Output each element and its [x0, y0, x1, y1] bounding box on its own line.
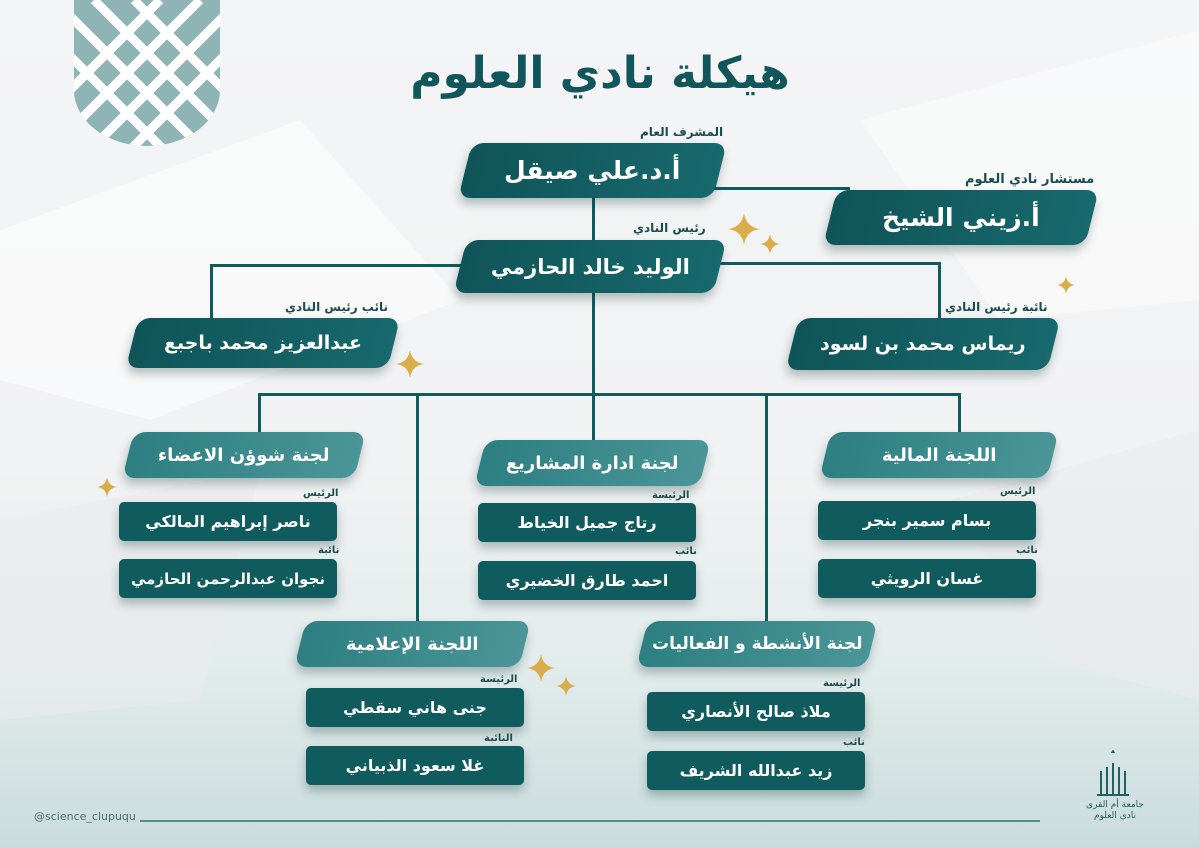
committee-finance-header: اللجنة المالية [819, 432, 1059, 478]
projects-deputy-role: نائب [675, 546, 697, 557]
supervisor-box: أ.د.علي صيقل [458, 143, 727, 198]
vice-right-box: ريماس محمد بن لسود [785, 318, 1061, 370]
consultant-box: أ.زيني الشيخ [823, 190, 1099, 245]
connector [765, 393, 768, 623]
page-title: هيكلة نادي العلوم [410, 48, 790, 99]
consultant-role: مستشار نادي العلوم [965, 172, 1095, 187]
president-name: الوليد خالد الحازمي [490, 254, 690, 279]
committee-members-header: لجنة شوؤن الاعضاء [122, 432, 366, 478]
president-role: رئيس النادي [633, 221, 706, 235]
projects-deputy: احمد طارق الخضيري [478, 561, 696, 600]
vice-left-name: عبدالعزيز محمد باجبع [164, 332, 362, 354]
connector [592, 393, 595, 443]
vice-right-role: نائبة رئيس النادي [945, 300, 1048, 314]
connector [715, 262, 940, 265]
connector [700, 187, 850, 190]
vice-left-box: عبدالعزيز محمد باجبع [125, 318, 401, 368]
connector [258, 393, 261, 438]
lattice-emblem [74, 0, 220, 146]
connector [958, 393, 961, 438]
social-handle: @science_clupuqu [34, 810, 136, 823]
connector [592, 190, 595, 250]
vice-left-role: نائب رئيس النادي [285, 300, 389, 314]
vice-right-name: ريماس محمد بن لسود [820, 333, 1026, 355]
president-box: الوليد خالد الحازمي [453, 240, 727, 293]
connector [416, 393, 419, 623]
connector [938, 262, 941, 320]
connector [210, 264, 470, 267]
sparkle-icon [760, 234, 780, 254]
media-head-role: الرئيسة [480, 674, 518, 685]
activities-head-role: الرئيسة [823, 678, 861, 689]
supervisor-name: أ.د.علي صيقل [504, 156, 681, 185]
footer-divider [140, 820, 1040, 822]
committee-media-header: اللجنة الإعلامية [294, 621, 531, 667]
committee-activities-header: لجنة الأنشطة و الفعاليات [636, 621, 878, 667]
sparkle-icon [527, 654, 555, 682]
activities-deputy: زيد عبدالله الشريف [647, 751, 865, 790]
connector [592, 290, 595, 395]
members-head: ناصر إبراهيم المالكي [119, 502, 337, 541]
activities-deputy-role: نائب [843, 737, 865, 748]
sparkle-icon [97, 477, 117, 497]
media-head: جنى هاني سقطي [306, 688, 524, 727]
finance-head: بسام سمير بنجر [818, 501, 1036, 540]
projects-head-role: الرئيسة [652, 490, 690, 501]
sparkle-icon [396, 350, 424, 378]
supervisor-role: المشرف العام [640, 125, 724, 139]
connector [210, 264, 213, 319]
finance-deputy-role: نائب [1016, 545, 1038, 556]
university-logo-icon [1097, 750, 1129, 796]
finance-deputy: غسان الرويثي [818, 559, 1036, 598]
members-deputy: نجوان عبدالرحمن الحازمي [119, 559, 337, 598]
projects-head: رتاج جميل الخياط [478, 503, 696, 542]
media-deputy-role: النائبة [484, 733, 513, 744]
members-deputy-role: نائبة [318, 545, 340, 556]
sparkle-icon [728, 213, 760, 245]
committee-projects-header: لجنة ادارة المشاريع [474, 440, 711, 486]
members-head-role: الرئيس [303, 488, 339, 499]
activities-head: ملاذ صالح الأنصاري [647, 692, 865, 731]
connector [258, 393, 961, 396]
finance-head-role: الرئيس [1000, 486, 1036, 497]
media-deputy: غلا سعود الذبياني [306, 746, 524, 785]
sparkle-icon [556, 676, 576, 696]
sparkle-icon [1057, 276, 1075, 294]
consultant-name: أ.زيني الشيخ [882, 203, 1040, 232]
